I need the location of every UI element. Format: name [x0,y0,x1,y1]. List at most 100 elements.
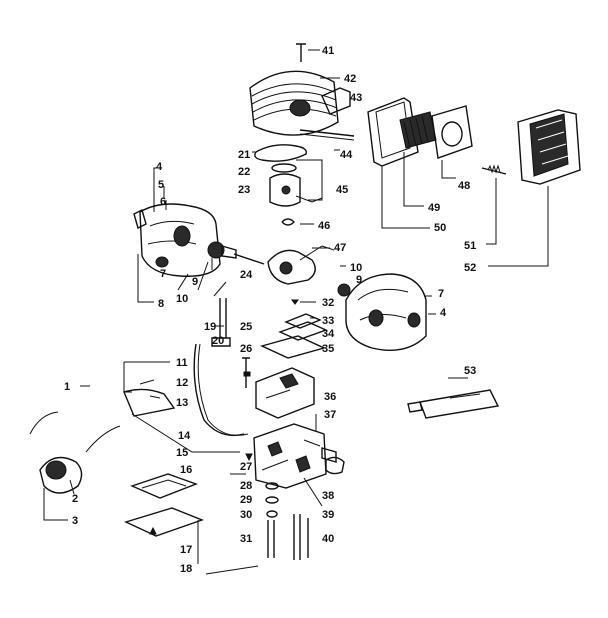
part-48-filter-cover [431,105,473,159]
label-30: 30 [240,509,252,521]
part-9-10-bearing-right [337,265,351,297]
leaders-left-group [177,273,259,575]
part-32-screw [291,299,316,305]
part-40-pins [293,514,309,560]
label-36: 36 [324,391,336,403]
part-52-cover-panel [517,109,581,185]
label-13: 13 [176,397,188,409]
part-46-clip [281,218,314,226]
label-32: 32 [322,297,334,309]
part-16-cover [130,473,199,499]
part-31-pin [267,520,275,558]
part-33-34-gaskets [278,313,328,341]
label-10: 10 [176,293,188,305]
part-27-screw [245,453,253,462]
label-26: 26 [240,343,252,355]
label-52: 52 [464,262,476,274]
label-38: 38 [322,490,334,502]
part-49-filter-element [399,111,437,149]
label-39: 39 [322,509,334,521]
part-17-marker [149,520,199,564]
part-22-ring [271,163,297,173]
label-29: 29 [240,494,252,506]
label-41: 41 [322,45,334,57]
label-45: 45 [336,184,348,196]
part-18-plate [124,507,204,537]
part-left-crankcase [133,167,221,303]
label-21: 21 [238,149,250,161]
label-19: 19 [204,321,216,333]
part-9-10-bearing-left [197,241,237,291]
label-7: 7 [160,268,166,280]
part-43-exhaust-plate [321,87,351,115]
label-15: 15 [176,447,188,459]
leaders-37-39 [303,414,323,507]
part-35-plate [259,335,327,359]
label-10b: 10 [350,262,362,274]
label-37: 37 [324,409,336,421]
part-44-rod [299,129,355,151]
label-9b: 9 [356,274,362,286]
label-4b: 4 [440,307,447,319]
part-36-carburetor-top [255,367,315,419]
part-15-line [131,413,240,453]
label-49: 49 [428,202,440,214]
label-43: 43 [350,92,362,104]
label-44: 44 [340,149,353,161]
label-2: 2 [72,493,78,505]
part-1-2-3-starter [29,385,121,521]
label-48: 48 [458,180,470,192]
label-35: 35 [322,343,334,355]
part-14-fuel-line [193,343,249,437]
label-51: 51 [464,240,476,252]
label-42: 42 [344,73,356,85]
label-34: 34 [322,328,335,340]
part-26-bolt [242,357,251,388]
part-53-grease-tube [407,377,500,419]
leaders-right-group [381,152,549,267]
part-47-connecting-rod [267,245,335,285]
label-8: 8 [158,298,164,310]
label-50: 50 [434,222,446,234]
label-47: 47 [334,242,346,254]
part-number-labels: 41 42 43 44 21 22 23 45 46 47 48 49 50 5… [64,45,476,575]
label-7b: 7 [438,288,444,300]
label-33: 33 [322,315,334,327]
label-5: 5 [158,179,164,191]
label-3: 3 [72,515,78,527]
label-46: 46 [318,220,330,232]
part-45-bracket-lines [296,159,323,201]
label-9: 9 [192,276,198,288]
label-11: 11 [176,357,188,369]
label-25: 25 [240,321,252,333]
part-21-gasket [252,144,307,162]
part-38-knob [325,456,345,475]
label-14: 14 [178,430,191,442]
label-23: 23 [238,184,250,196]
label-28: 28 [240,480,252,492]
part-right-crankcase [345,273,436,351]
label-12: 12 [176,377,188,389]
label-24: 24 [240,269,253,281]
label-27: 27 [240,461,252,473]
label-31: 31 [240,533,252,545]
part-42-cylinder [249,70,340,136]
label-4: 4 [156,161,163,173]
label-1: 1 [64,381,70,393]
part-41-screw [296,43,320,62]
part-28-30-washers [265,482,279,518]
part-carburetor-body [253,423,337,489]
label-6: 6 [160,196,166,208]
label-18: 18 [180,563,192,575]
part-19-20-25-tube [211,298,231,347]
part-24-shaft [233,253,265,265]
label-17: 17 [180,544,192,556]
label-16: 16 [180,464,192,476]
label-22: 22 [238,166,250,178]
label-40: 40 [322,533,334,545]
part-23-piston [269,173,323,207]
part-51-spring [481,164,507,175]
label-53: 53 [464,365,476,377]
